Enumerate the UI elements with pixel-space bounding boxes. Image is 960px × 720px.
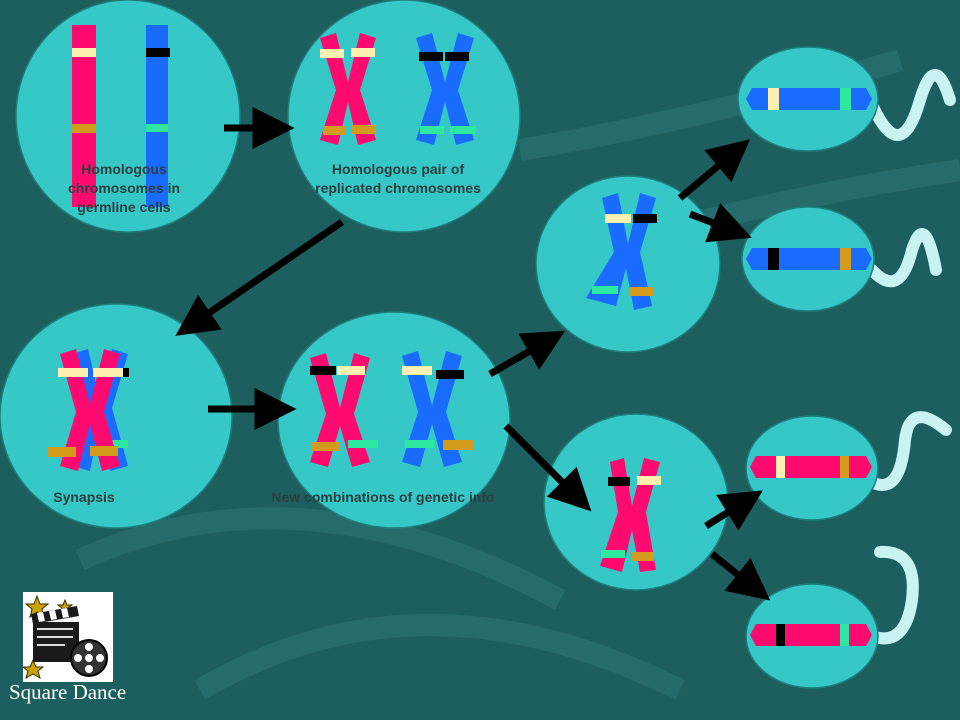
arrow-division-bottom bbox=[503, 423, 592, 512]
arrow-gamete-3 bbox=[704, 490, 763, 531]
process-arrows bbox=[175, 107, 771, 601]
arrow-pairing bbox=[175, 219, 344, 336]
label-germline-line-1: Homologous bbox=[81, 161, 167, 177]
gamete-3 bbox=[745, 411, 952, 521]
gamete-3-tail bbox=[862, 411, 952, 491]
cell-synapsis bbox=[0, 303, 233, 529]
label-germline-line-2: chromosomes in bbox=[67, 180, 181, 196]
arrow-division-top bbox=[488, 330, 566, 378]
label-recombination: New combinations of genetic info bbox=[271, 489, 495, 505]
gamete-4 bbox=[745, 545, 919, 689]
label-germline: Homologous chromosomes in germline cells bbox=[44, 160, 204, 217]
daughter-chromosome-paternal bbox=[586, 193, 657, 310]
footer-caption: Square Dance bbox=[9, 680, 127, 704]
recombined-chromosome-maternal bbox=[310, 353, 378, 467]
cell-germline bbox=[15, 0, 241, 233]
film-reel-icon bbox=[70, 639, 108, 677]
label-synapsis: Synapsis bbox=[53, 489, 115, 505]
recombined-chromosome-paternal bbox=[402, 351, 473, 467]
gamete-2-tail bbox=[866, 228, 942, 288]
gamete-4-tail bbox=[866, 545, 919, 645]
replicated-chromosome-maternal bbox=[320, 33, 376, 145]
cell-recombination bbox=[277, 311, 511, 529]
label-germline-line-3: germline cells bbox=[77, 199, 171, 215]
movie-clapperboard-icon[interactable] bbox=[21, 592, 113, 682]
cell-daughter-paternal bbox=[535, 175, 721, 353]
label-replicated: Homologous pair of replicated chromosome… bbox=[290, 160, 506, 198]
chromosome-paternal bbox=[146, 25, 170, 207]
arrow-gamete-4 bbox=[709, 551, 771, 601]
synapsis-maternal bbox=[48, 349, 123, 471]
arrow-gamete-1 bbox=[677, 139, 751, 201]
replicated-chromosome-paternal bbox=[416, 33, 476, 145]
label-replicated-line-2: replicated chromosomes bbox=[315, 180, 481, 196]
gamete-2 bbox=[741, 206, 942, 312]
daughter-chromosome-maternal bbox=[600, 458, 661, 572]
gamete-1-tail bbox=[864, 69, 956, 141]
arrow-gamete-2 bbox=[688, 203, 752, 243]
chromosome-maternal bbox=[72, 25, 96, 207]
gamete-1 bbox=[737, 46, 956, 152]
cell-replicated bbox=[287, 0, 521, 233]
label-replicated-line-1: Homologous pair of bbox=[331, 161, 465, 177]
cell-daughter-maternal bbox=[543, 413, 729, 591]
